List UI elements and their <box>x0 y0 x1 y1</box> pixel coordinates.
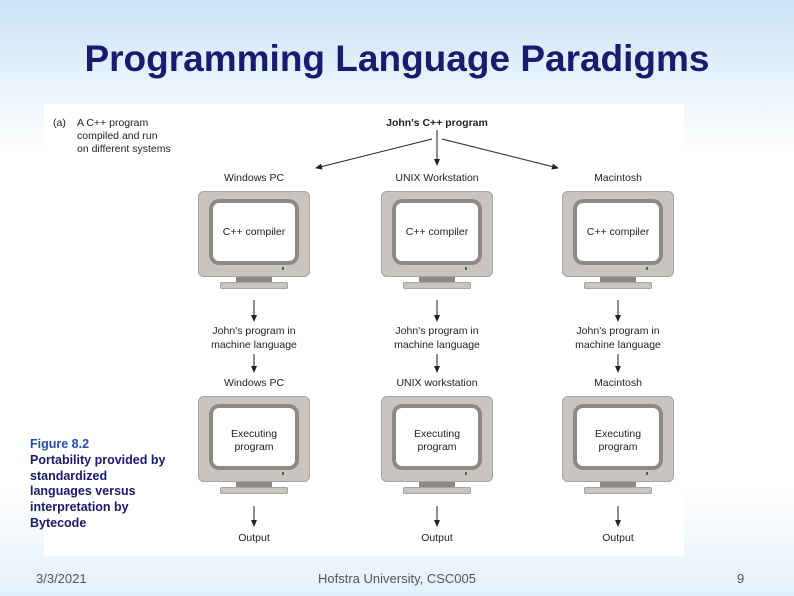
monitor-neck <box>600 277 636 282</box>
label-line: program <box>598 441 638 453</box>
figure-number: Figure 8.2 <box>30 437 90 451</box>
compiler-screen-text: C++ compiler <box>405 225 469 238</box>
power-led <box>465 472 467 475</box>
system-label-windows-top: Windows PC <box>223 172 285 184</box>
label-line: machine language <box>211 339 297 351</box>
figure-part-label: (a) <box>53 117 66 129</box>
label-line: Executing <box>413 428 461 440</box>
power-led <box>282 267 284 270</box>
source-program-label: John's C++ program <box>386 117 488 129</box>
output-label-2: Output <box>421 532 453 544</box>
monitor-screen <box>209 199 299 265</box>
machine-program-label-2: John's program in machine language <box>372 324 502 352</box>
monitor-exec-mac: Executing program <box>562 396 674 496</box>
monitor-base <box>220 282 288 289</box>
system-label-unix-top: UNIX Workstation <box>395 172 479 184</box>
part-description-line: on different systems <box>77 143 171 155</box>
compiler-screen-text: C++ compiler <box>586 225 650 238</box>
label-line: John's program in <box>395 325 479 337</box>
label-line: program <box>417 441 457 453</box>
monitor-base <box>403 487 471 494</box>
system-label-unix-bottom: UNIX workstation <box>396 377 478 389</box>
system-label-windows-bottom: Windows PC <box>223 377 285 389</box>
figure-caption-text: Portability provided by standardized lan… <box>30 452 166 530</box>
system-label-mac-bottom: Macintosh <box>594 377 642 389</box>
monitor-compiler-mac: C++ compiler <box>562 191 674 291</box>
monitor-base <box>220 487 288 494</box>
monitor-screen <box>573 404 663 470</box>
monitor-exec-unix: Executing program <box>381 396 493 496</box>
monitor-screen <box>392 404 482 470</box>
label-line: machine language <box>575 339 661 351</box>
monitor-screen <box>573 199 663 265</box>
monitor-compiler-windows: C++ compiler <box>198 191 310 291</box>
monitor-base <box>584 487 652 494</box>
monitor-base <box>584 282 652 289</box>
label-line: John's program in <box>576 325 660 337</box>
label-line: John's program in <box>212 325 296 337</box>
machine-program-label-3: John's program in machine language <box>553 324 683 352</box>
output-label-3: Output <box>602 532 634 544</box>
machine-program-label-1: John's program in machine language <box>189 324 319 352</box>
footer-course: Hofstra University, CSC005 <box>318 571 476 586</box>
compiler-screen-text: C++ compiler <box>222 225 286 238</box>
monitor-neck <box>236 277 272 282</box>
exec-screen-text: Executing program <box>392 404 482 470</box>
footer-date: 3/3/2021 <box>36 571 87 586</box>
figure-part-description: A C++ program compiled and run on differ… <box>77 117 171 156</box>
arrow-to-windows <box>315 138 433 170</box>
label-line: program <box>234 441 274 453</box>
monitor-neck <box>236 482 272 487</box>
part-description-line: compiled and run <box>77 130 158 142</box>
power-led <box>465 267 467 270</box>
monitor-screen <box>392 199 482 265</box>
exec-screen-text: Executing program <box>573 404 663 470</box>
power-led <box>646 472 648 475</box>
label-line: Executing <box>230 428 278 440</box>
arrow-group <box>251 130 621 527</box>
label-line: Executing <box>594 428 642 440</box>
monitor-neck <box>419 277 455 282</box>
monitor-exec-windows: Executing program <box>198 396 310 496</box>
system-label-mac-top: Macintosh <box>594 172 642 184</box>
exec-screen-text: Executing program <box>209 404 299 470</box>
figure-caption: Figure 8.2 Portability provided by stand… <box>30 437 170 532</box>
monitor-screen <box>209 404 299 470</box>
monitor-neck <box>600 482 636 487</box>
page-number: 9 <box>737 571 745 586</box>
power-led <box>282 472 284 475</box>
monitor-compiler-unix: C++ compiler <box>381 191 493 291</box>
output-label-1: Output <box>238 532 270 544</box>
slide-title: Programming Language Paradigms <box>84 38 710 79</box>
arrow-to-mac <box>441 138 559 170</box>
monitor-neck <box>419 482 455 487</box>
label-line: machine language <box>394 339 480 351</box>
power-led <box>646 267 648 270</box>
monitor-base <box>403 282 471 289</box>
part-description-line: A C++ program <box>77 117 149 129</box>
